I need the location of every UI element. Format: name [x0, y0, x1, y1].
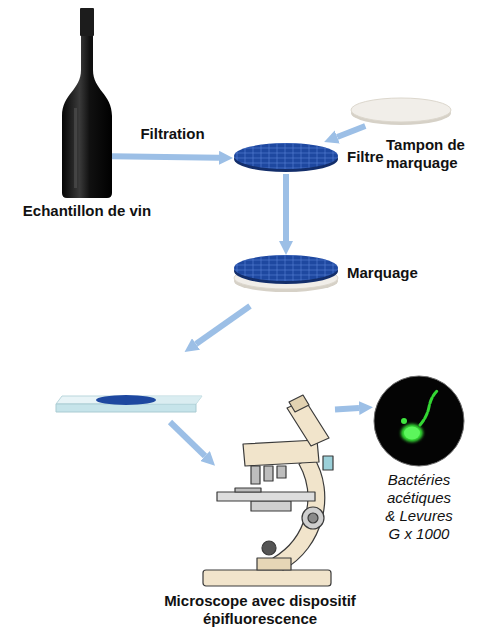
flow-arrow	[283, 174, 289, 241]
node-label: Echantillon de vin	[7, 202, 167, 220]
microscope-drawing	[203, 395, 333, 586]
filter-grid	[233, 254, 339, 282]
bottle-capsule	[80, 8, 94, 36]
bottle-body	[62, 8, 112, 198]
flow-arrow	[170, 422, 205, 456]
filter-disc-outline	[233, 142, 339, 174]
wine-bottle: Echantillon de vin	[62, 8, 112, 198]
filter-top	[234, 143, 338, 169]
wine-bottle-outline	[62, 8, 112, 198]
epifluorescence-microscope-outline	[195, 398, 335, 588]
filter-grid	[233, 142, 339, 170]
flow-arrow	[196, 306, 250, 344]
node-label: Tampon de marquage	[386, 136, 478, 172]
staining-pad-outline	[350, 96, 452, 126]
node-label: Filtre	[347, 148, 427, 166]
fluorescent-cells	[401, 391, 437, 442]
stained-filter-outline	[233, 255, 339, 293]
node-label: Bactéries acétiques & Levures G x 1000	[383, 471, 455, 543]
edge-label: Filtration	[128, 125, 218, 142]
stained-filter: Marquage	[233, 255, 339, 293]
staining-pad: Tampon de marquage	[350, 96, 452, 126]
flow-arrow	[112, 156, 219, 158]
flow-arrow	[335, 408, 359, 409]
micrograph-view-outline	[373, 375, 465, 467]
filter-disc: Filtre	[233, 142, 339, 174]
flow-arrow	[337, 126, 365, 137]
epifluorescence-microscope: Microscope avec dispositif épifluorescen…	[195, 398, 335, 588]
node-label: Marquage	[347, 264, 447, 282]
microscope-slide	[56, 395, 202, 412]
node-label: Microscope avec dispositif épifluorescen…	[145, 592, 375, 628]
micrograph-view: Bactéries acétiques & Levures G x 1000	[373, 375, 465, 467]
pad-top	[351, 98, 451, 122]
microscope-field	[374, 376, 464, 466]
filter-top	[234, 255, 338, 281]
bottle-highlight	[74, 108, 77, 188]
